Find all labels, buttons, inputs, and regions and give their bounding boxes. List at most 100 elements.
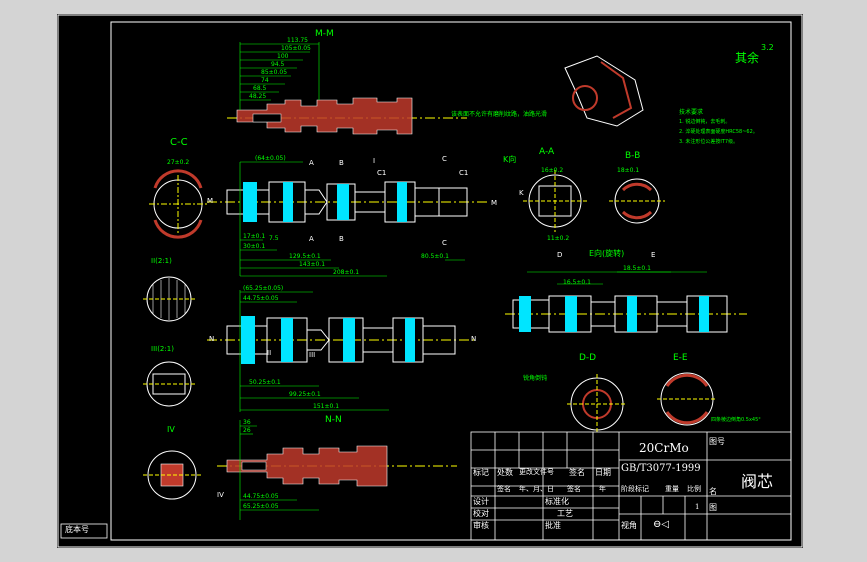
view-label-b-b: B-B xyxy=(625,151,641,161)
label-m-right: M xyxy=(491,199,498,207)
detail-label-ii: II(2:1) xyxy=(151,257,172,265)
tb-sheet-value: 1 xyxy=(695,503,700,511)
detail-k-notch xyxy=(564,55,644,127)
dim-bottom-3: 44.75±0.05 xyxy=(243,493,279,500)
tb-check: 校对 xyxy=(473,509,489,518)
view-label-n-n: N-N xyxy=(325,415,342,425)
tb-scale: 比例 xyxy=(687,485,701,493)
detail-ii xyxy=(143,276,195,322)
dim-bottom-4: 65.25±0.05 xyxy=(243,503,279,510)
tech-req-2: 2. 淬硬处理表面硬度HRC58~62。 xyxy=(679,129,758,135)
dim-bottom-1: 36 xyxy=(243,419,251,426)
tb-design: 设计 xyxy=(473,497,489,506)
engineering-drawing xyxy=(57,14,803,548)
note-surface: 该表面不允许有磨削纹路，油路光滑 xyxy=(451,111,548,118)
tb-date: 日期 xyxy=(595,468,611,477)
note-edge: 四条棱边倒角0.5x45° xyxy=(711,417,761,423)
tb-count: 处数 xyxy=(497,468,513,477)
dim-side-6: 18±0.1 xyxy=(617,167,640,174)
bottom-dimension-lines xyxy=(239,420,319,520)
lower-dimension-lines xyxy=(239,290,389,412)
label-n-right: N xyxy=(471,335,477,343)
tb-sign-3: 签名 xyxy=(567,485,581,493)
label-e: E xyxy=(651,251,656,259)
projection-symbol-icon: ⊖◁ xyxy=(653,519,670,530)
roughness-note: 其余 xyxy=(735,51,760,65)
shaft-bottom-section xyxy=(217,445,457,487)
part-name: 阀芯 xyxy=(741,472,774,491)
view-label-m-m: M-M xyxy=(315,29,334,39)
section-c-c xyxy=(149,169,207,239)
tb-projection: 视角 xyxy=(621,521,637,530)
tb-process: 工艺 xyxy=(557,509,573,518)
detail-label-iv: IV xyxy=(167,425,175,434)
dim-lower-4: 99.25±0.1 xyxy=(289,391,321,398)
dim-side-1: 27±0.2 xyxy=(167,159,190,166)
dim-side-3: 16±0.2 xyxy=(541,167,564,174)
detail-iii xyxy=(143,361,195,407)
dim-mid-2: 7.5 xyxy=(269,235,279,242)
note-sharp: 锐角倒钝 xyxy=(523,375,548,382)
shaft-lower-view xyxy=(207,316,477,364)
dim-mid-7: 208±0.1 xyxy=(333,269,360,276)
tb-sign-2: 签名 xyxy=(497,485,511,493)
roughness-value: 3.2 xyxy=(761,43,774,52)
detail-label-iii: III(2:1) xyxy=(151,345,174,353)
label-c1-left: C1 xyxy=(377,169,387,177)
label-c1-right: C1 xyxy=(459,169,469,177)
inner-frame xyxy=(110,21,792,541)
dim-mid-8: 80.5±0.1 xyxy=(421,253,449,260)
label-c-bottom: C xyxy=(442,239,447,247)
top-dimension-lines xyxy=(239,42,320,110)
view-label-d-d: D-D xyxy=(579,353,597,363)
dim-top-1: 113.75 xyxy=(287,37,308,44)
dim-mid-5: 129.5±0.1 xyxy=(289,253,321,260)
dim-lower-3: 50.25±0.1 xyxy=(249,379,281,386)
label-d: D xyxy=(557,251,563,259)
dim-lower-1: (65.25±0.05) xyxy=(243,285,284,292)
label-k: K xyxy=(519,189,524,197)
tech-req-1: 1. 锐边倒钝，去毛刺。 xyxy=(679,119,731,125)
label-i: I xyxy=(373,157,376,165)
section-e-e xyxy=(657,372,717,426)
shaft-top-section xyxy=(227,97,467,135)
dim-lower-2: 44.75±0.05 xyxy=(243,295,279,302)
view-e-dimension-lines xyxy=(527,271,707,285)
tb-mark: 标记 xyxy=(473,468,489,477)
view-label-e-rotated: E向(旋转) xyxy=(589,249,625,258)
view-label-k: K向 xyxy=(503,155,517,164)
section-d-d xyxy=(567,374,627,434)
tech-req-title: 技术要求 xyxy=(679,109,704,116)
label-iv: IV xyxy=(217,491,224,499)
view-label-e-e: E-E xyxy=(673,353,688,363)
dim-mid-4: 30±0.1 xyxy=(243,243,266,250)
dim-mid-1: (64±0.05) xyxy=(255,155,286,162)
title-block-grid xyxy=(60,431,792,541)
tb-change-doc: 更改文件号 xyxy=(519,468,554,476)
dim-top-8: 48.25 xyxy=(249,93,267,100)
material: 20CrMo xyxy=(639,441,689,455)
tb-standardize: 标准化 xyxy=(545,497,569,506)
label-a-top: A xyxy=(309,159,314,167)
label-iii: III xyxy=(309,351,316,359)
section-b-b xyxy=(609,178,665,224)
label-c-top: C xyxy=(442,155,447,163)
standard: GB/T3077-1999 xyxy=(621,463,701,474)
label-m-left: M xyxy=(207,197,214,205)
dim-top-4: 94.5 xyxy=(271,61,285,68)
corner-label: 底本号 xyxy=(65,525,89,534)
label-b-top: B xyxy=(339,159,344,167)
dim-top-3: 100 xyxy=(277,53,289,60)
tb-year: 年 xyxy=(599,485,606,493)
dim-mid-3: 17±0.1 xyxy=(243,233,266,240)
label-a-bottom: A xyxy=(309,235,314,243)
tb-weight: 重量 xyxy=(665,485,679,493)
label-b-bottom: B xyxy=(339,235,344,243)
tb-sheet-label: 图 xyxy=(709,503,717,512)
dim-top-7: 68.5 xyxy=(253,85,267,92)
shaft-main-view xyxy=(207,181,487,223)
tb-audit: 审核 xyxy=(473,521,489,530)
label-n-left: N xyxy=(209,335,215,343)
detail-iv xyxy=(143,450,201,500)
dim-side-2: 11±0.2 xyxy=(547,235,570,242)
